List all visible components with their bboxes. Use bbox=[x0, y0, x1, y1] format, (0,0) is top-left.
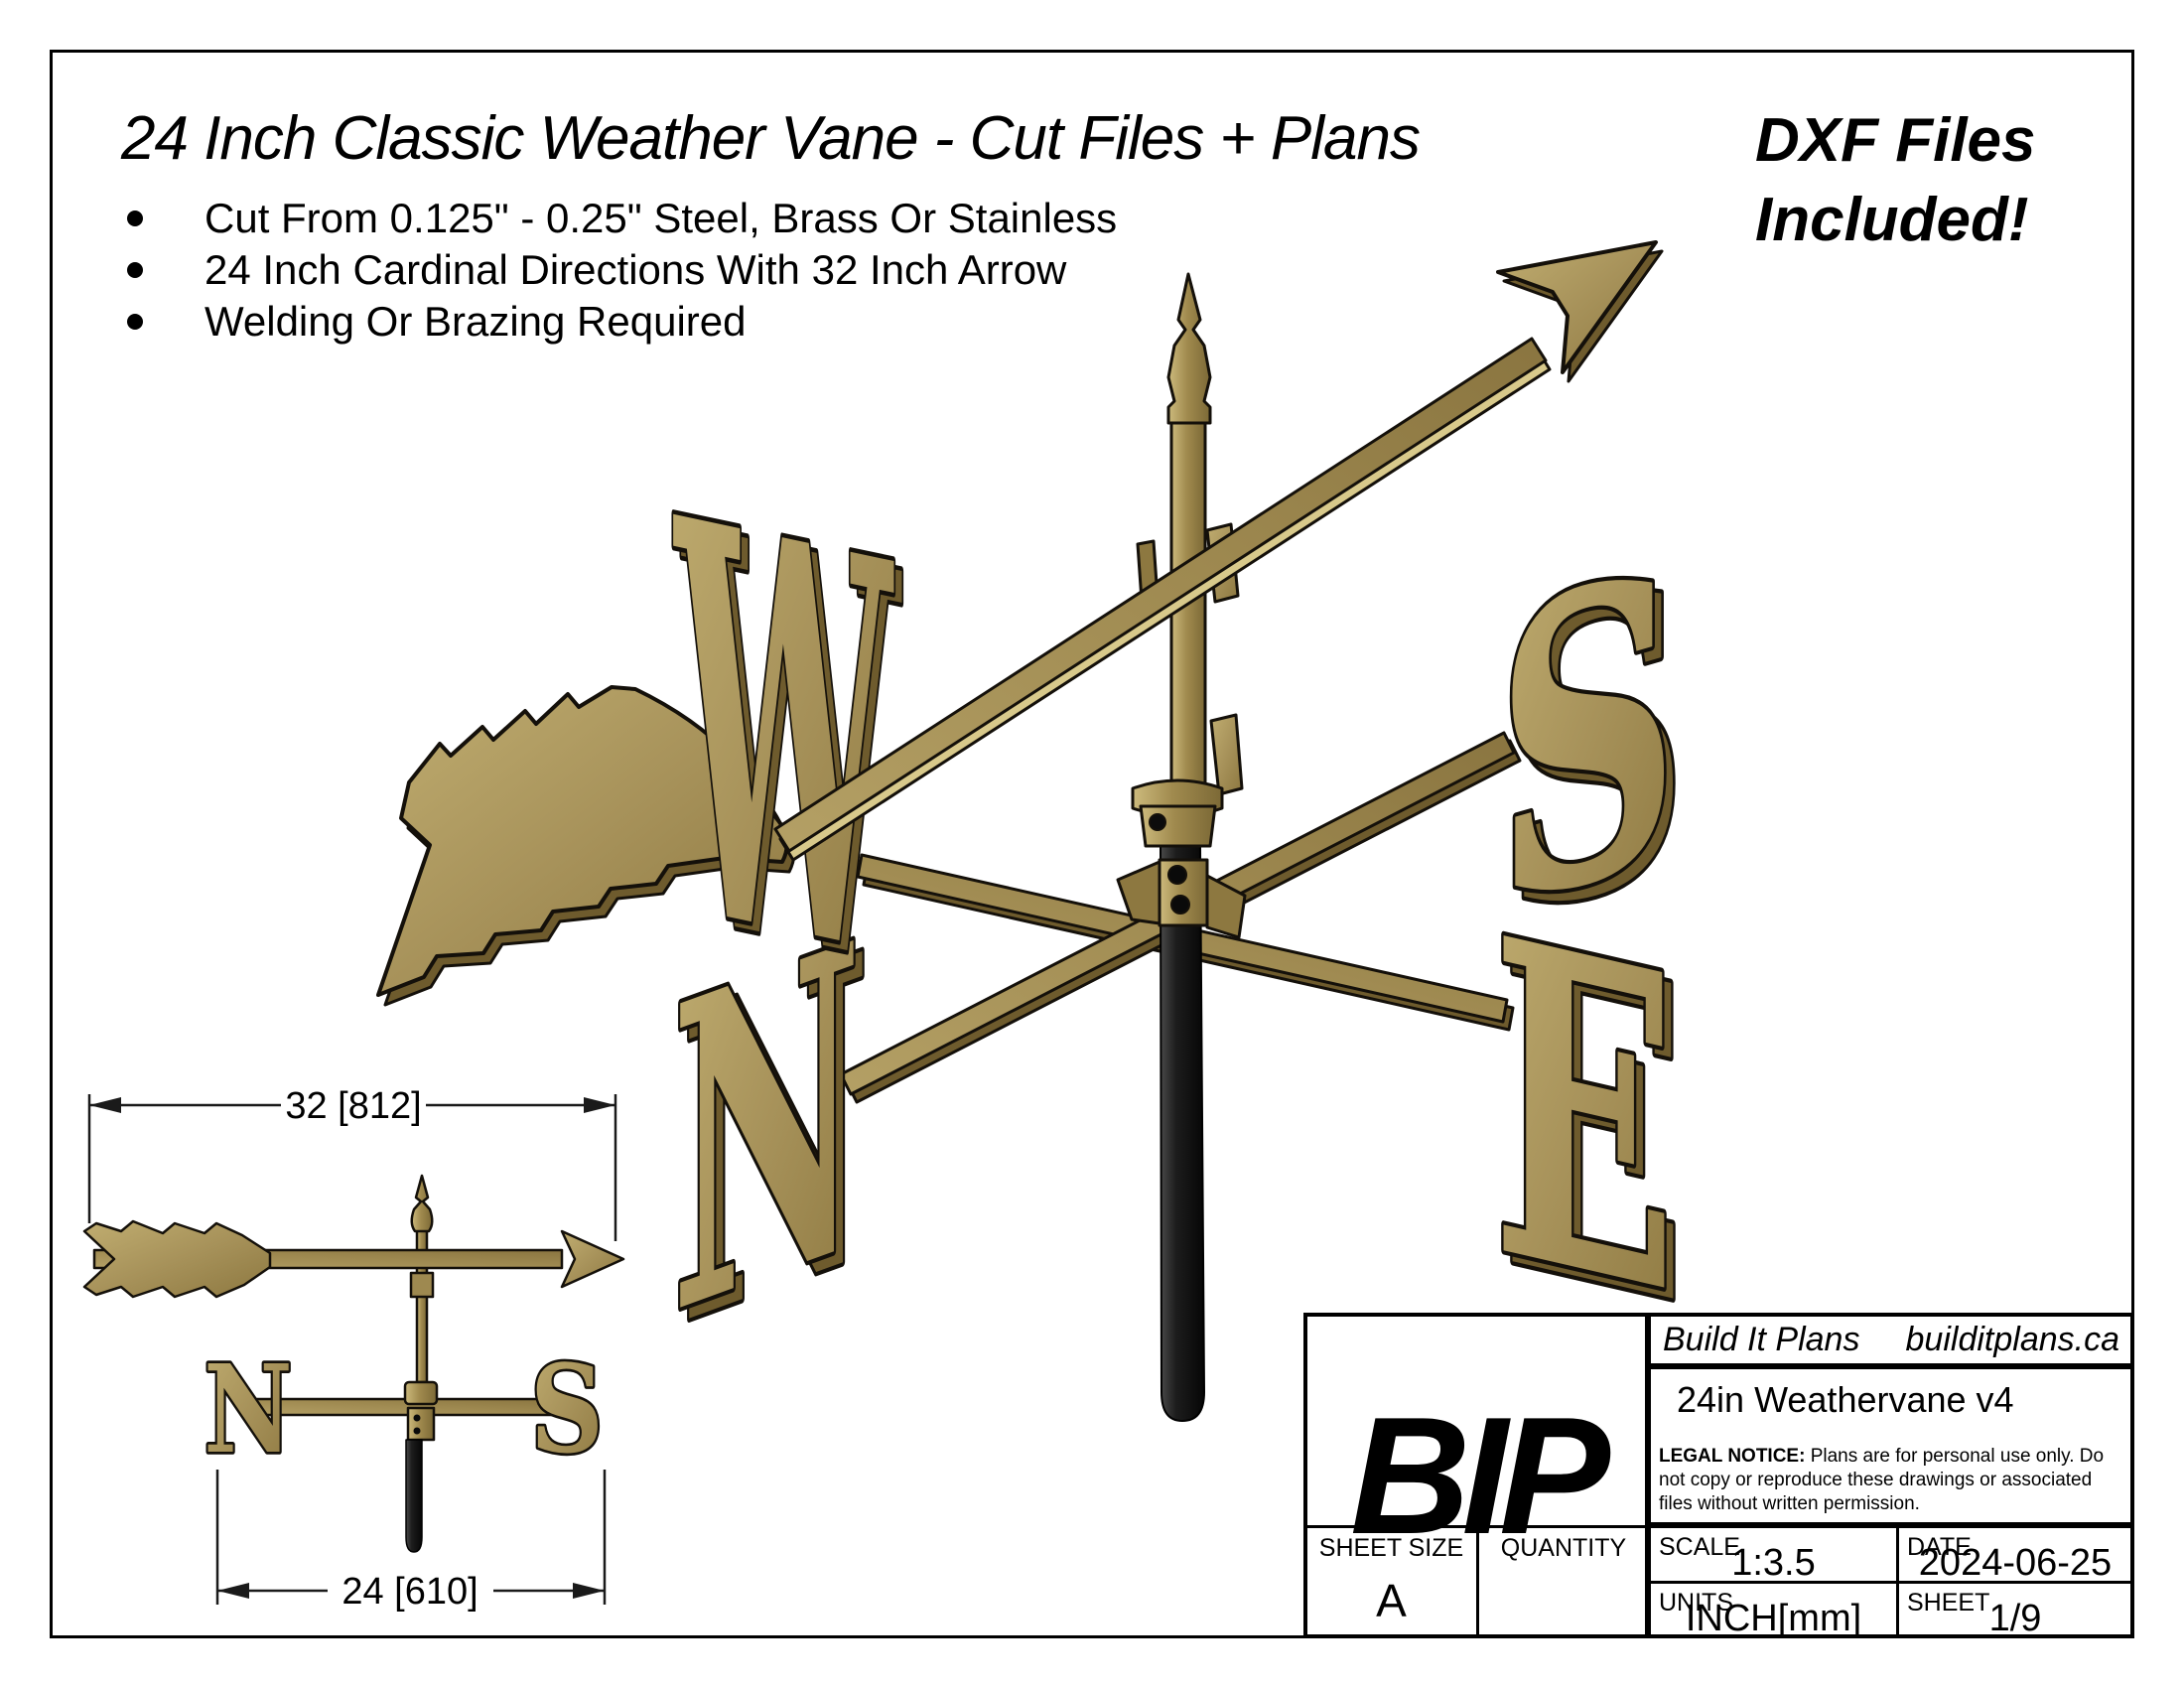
scale-value: 1:3.5 bbox=[1731, 1542, 1816, 1584]
front-view-mounting-rod bbox=[405, 1439, 423, 1553]
svg-text:E: E bbox=[1492, 842, 1677, 1392]
letter-north: N N bbox=[669, 848, 874, 1423]
bullet-list: Cut From 0.125" - 0.25" Steel, Brass Or … bbox=[127, 193, 1117, 348]
mounting-rod bbox=[1160, 845, 1205, 1422]
date-cell: DATE 2024-06-25 bbox=[1896, 1525, 2134, 1584]
quantity-cell: QUANTITY bbox=[1476, 1525, 1651, 1638]
bullet-text: Cut From 0.125" - 0.25" Steel, Brass Or … bbox=[205, 195, 1118, 241]
page-title: 24 Inch Classic Weather Vane - Cut Files… bbox=[121, 104, 1421, 173]
units-cell: UNITS INCH[mm] bbox=[1648, 1581, 1899, 1639]
svg-text:N: N bbox=[204, 1338, 292, 1481]
set-screw-icon bbox=[1149, 813, 1166, 831]
scale-cell: SCALE 1:3.5 bbox=[1648, 1525, 1899, 1584]
arrow-span-dim-label: 32 [812] bbox=[285, 1085, 421, 1127]
units-value: INCH[mm] bbox=[1685, 1598, 1862, 1639]
bullet-dot-icon bbox=[127, 211, 143, 226]
units-label: UNITS bbox=[1659, 1589, 1733, 1617]
set-screw-icon bbox=[1167, 865, 1187, 885]
letter-west: W W bbox=[670, 399, 905, 1090]
sheet-cell: SHEET 1/9 bbox=[1896, 1581, 2134, 1639]
hub-clamp bbox=[1116, 858, 1247, 939]
front-view-letter-south: S bbox=[528, 1336, 607, 1483]
legal-notice-label: LEGAL NOTICE: bbox=[1659, 1446, 1806, 1467]
directions-span-dimension bbox=[215, 1470, 607, 1605]
dxf-note-line1: DXF Files bbox=[1755, 106, 2036, 175]
svg-text:S: S bbox=[1496, 481, 1680, 1000]
sheet-size-cell: SHEET SIZE A bbox=[1303, 1525, 1479, 1638]
bullet-dot-icon bbox=[127, 314, 143, 330]
hub-collar bbox=[1131, 778, 1224, 848]
sheet-size-value: A bbox=[1376, 1575, 1407, 1626]
spire-finial bbox=[1166, 272, 1212, 425]
bullet-dot-icon bbox=[127, 262, 143, 278]
date-value: 2024-06-25 bbox=[1918, 1542, 2113, 1584]
bullet-item: 24 Inch Cardinal Directions With 32 Inch… bbox=[127, 244, 1117, 296]
svg-text:W: W bbox=[680, 411, 903, 1088]
arrow-head bbox=[1496, 240, 1664, 383]
arrow-fletching bbox=[376, 685, 796, 1007]
svg-text:W: W bbox=[672, 401, 895, 1078]
front-view-letter-north: N bbox=[202, 1336, 295, 1483]
title-block-main-cell: 24in Weathervane v4 LEGAL NOTICE: Plans … bbox=[1648, 1366, 2134, 1525]
bullet-item: Cut From 0.125" - 0.25" Steel, Brass Or … bbox=[127, 193, 1117, 244]
title-block-header: Build It Plans builditplans.ca bbox=[1648, 1313, 2134, 1366]
letter-south: S S bbox=[1493, 478, 1691, 1013]
arrow-shaft bbox=[773, 337, 1552, 862]
set-screw-icon bbox=[1170, 895, 1190, 914]
drawing-title: 24in Weathervane v4 bbox=[1677, 1379, 2014, 1420]
dxf-note-line2: Included! bbox=[1755, 186, 2029, 254]
sheet-label: SHEET bbox=[1907, 1589, 1990, 1617]
svg-text:N: N bbox=[671, 851, 862, 1410]
legal-notice: LEGAL NOTICE: Plans are for personal use… bbox=[1659, 1445, 2126, 1516]
spire-hook-bracket bbox=[1209, 713, 1244, 796]
directions-span-dim-label: 24 [610] bbox=[341, 1571, 478, 1613]
sheet-size-label: SHEET SIZE bbox=[1318, 1534, 1464, 1562]
arrow-span-dimension bbox=[87, 1094, 617, 1241]
title-block-logo-cell: BIP bbox=[1303, 1313, 1648, 1638]
bip-logo: BIP bbox=[1349, 1382, 1610, 1569]
bullet-text: Welding Or Brazing Required bbox=[205, 298, 747, 345]
date-label: DATE bbox=[1907, 1533, 1972, 1561]
sheet-border bbox=[50, 50, 2134, 1638]
sheet-value: 1/9 bbox=[1988, 1598, 2042, 1639]
svg-text:S: S bbox=[530, 1337, 604, 1480]
company-name: Build It Plans bbox=[1663, 1320, 1860, 1358]
set-screw-icon bbox=[413, 1414, 421, 1422]
set-screw-icon bbox=[413, 1427, 421, 1435]
svg-text:S: S bbox=[1505, 492, 1689, 1011]
bullet-text: 24 Inch Cardinal Directions With 32 Inch… bbox=[205, 246, 1067, 293]
scale-label: SCALE bbox=[1659, 1533, 1740, 1561]
quantity-label: QUANTITY bbox=[1500, 1534, 1627, 1562]
dxf-files-note: DXF Files Included! bbox=[1755, 101, 2036, 260]
bullet-item: Welding Or Brazing Required bbox=[127, 296, 1117, 348]
company-website: builditplans.ca bbox=[1905, 1320, 2119, 1358]
legal-notice-text: Plans are for personal use only. Do not … bbox=[1659, 1446, 2105, 1514]
dimension-view: 32 [812] N S bbox=[82, 1085, 625, 1613]
svg-text:N: N bbox=[680, 862, 871, 1421]
front-view-drawing: N S bbox=[82, 1174, 625, 1553]
